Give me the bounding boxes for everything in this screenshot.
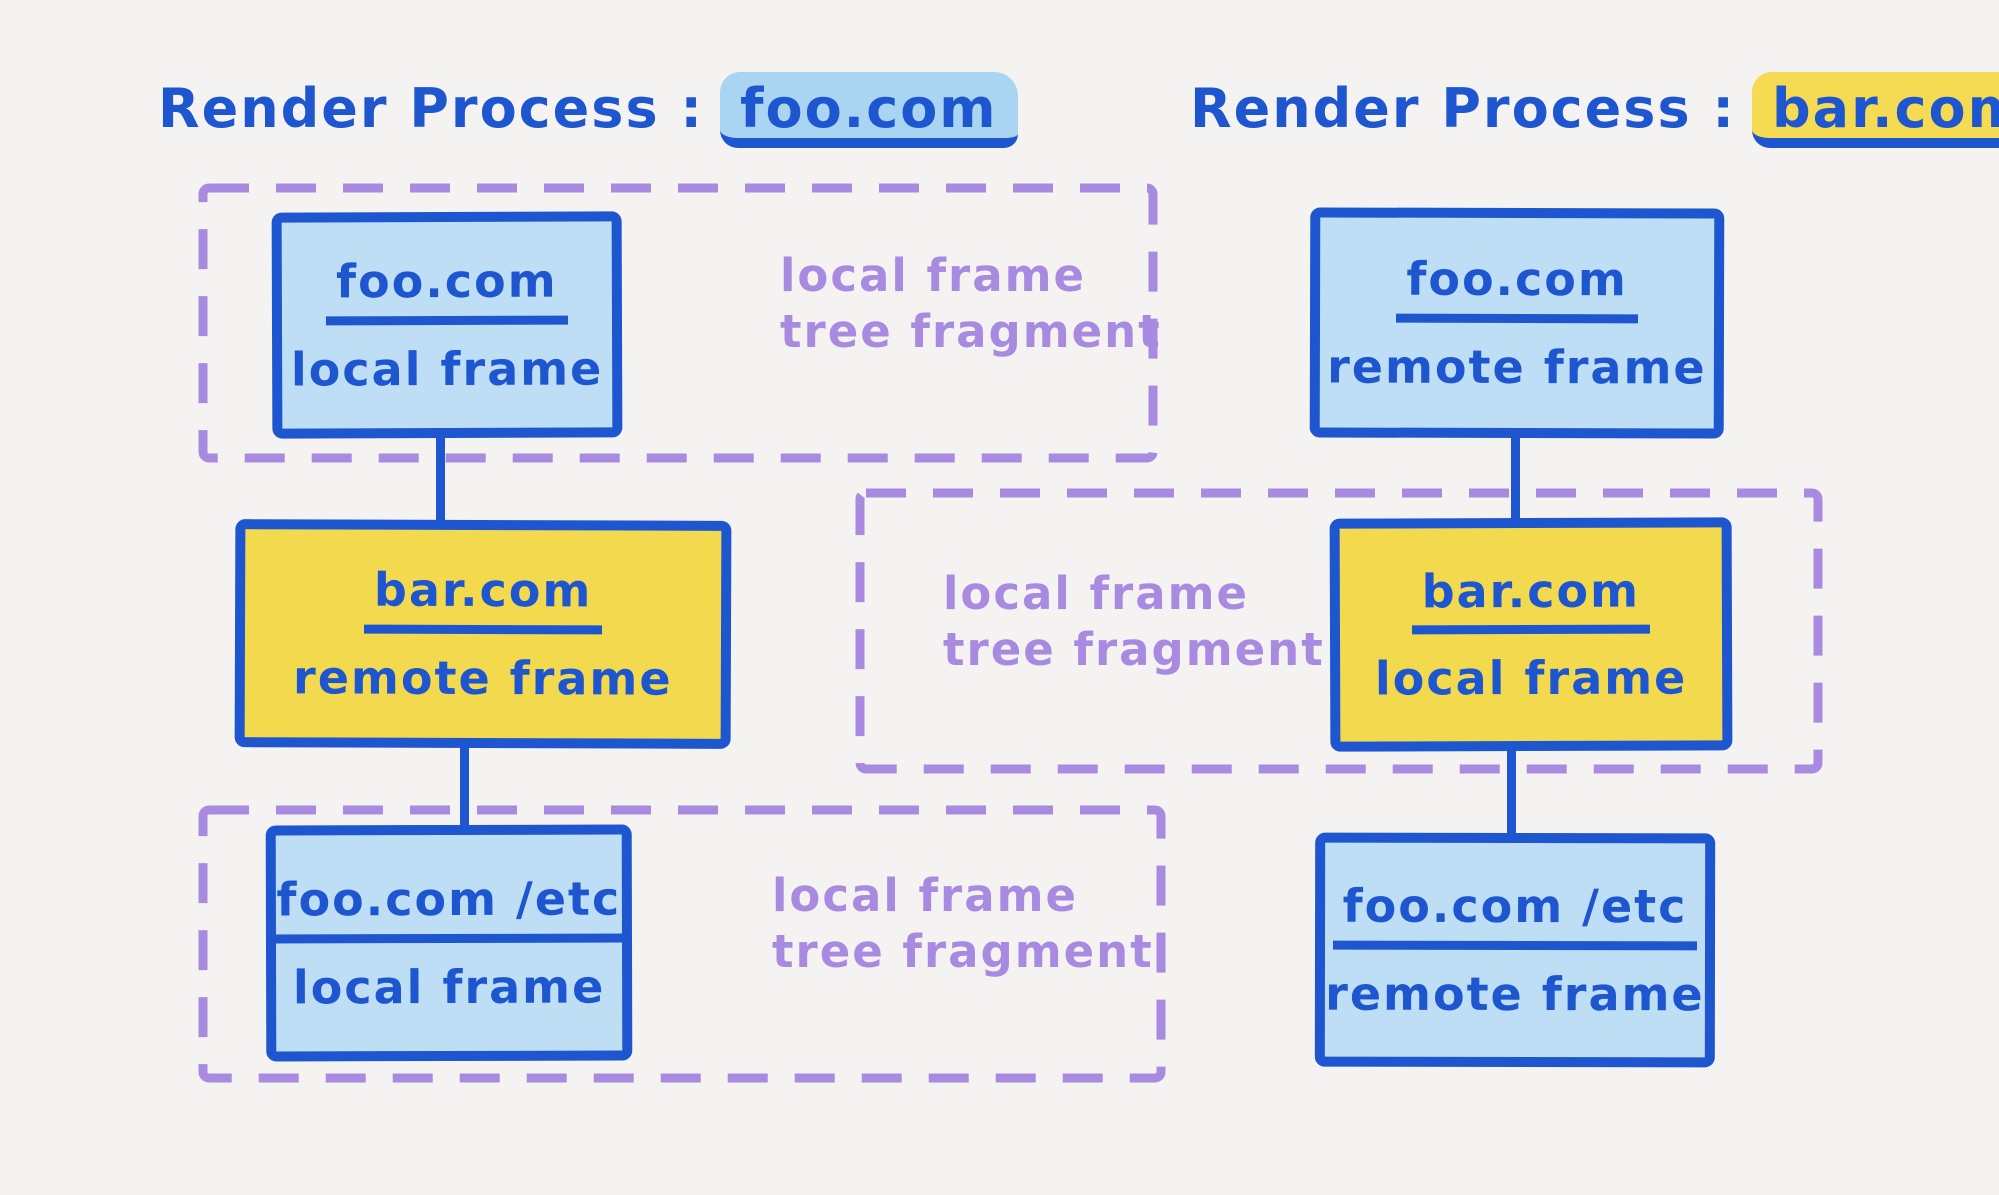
node-left-foo-local-frame: foo.com local frame — [271, 211, 623, 439]
fragment-box-left-bottom — [198, 805, 1166, 1083]
node-domain: foo.com /etc — [266, 872, 632, 943]
node-domain: foo.com — [326, 254, 568, 325]
connector-right-bottom — [1507, 744, 1516, 840]
node-role: remote frame — [293, 649, 673, 706]
node-right-bar-local-frame: bar.com local frame — [1329, 517, 1733, 752]
render-process-title-left: Render Process : foo.com — [158, 72, 1018, 148]
node-left-foo-etc-local-frame: foo.com /etc local frame — [265, 824, 633, 1062]
title-prefix-right: Render Process : — [1190, 77, 1736, 140]
fragment-label-line: tree fragment — [943, 623, 1325, 677]
node-role: local frame — [290, 340, 604, 397]
node-domain: foo.com /etc — [1332, 879, 1698, 950]
connector-left-bottom — [460, 742, 469, 834]
node-role: remote frame — [1327, 339, 1707, 394]
fragment-label-line: local frame — [772, 869, 1079, 922]
node-left-bar-remote-frame: bar.com remote frame — [234, 519, 732, 749]
title-prefix-left: Render Process : — [158, 77, 704, 140]
node-role: local frame — [292, 959, 606, 1014]
node-domain: foo.com — [1396, 252, 1638, 323]
title-domain-bar-highlight: bar.com — [1751, 72, 1999, 148]
connector-left-top — [436, 430, 445, 530]
fragment-box-right-middle — [855, 488, 1823, 774]
node-right-foo-remote-frame: foo.com remote frame — [1309, 207, 1725, 439]
title-domain-foo-highlight: foo.com — [719, 72, 1018, 148]
fragment-label-left-top: local frame tree fragment — [780, 248, 1162, 361]
fragment-label-left-bottom: local frame tree fragment — [772, 868, 1154, 981]
node-role: local frame — [1374, 650, 1688, 706]
fragment-label-line: tree fragment — [772, 925, 1154, 979]
fragment-label-right-middle: local frame tree fragment — [943, 566, 1325, 679]
fragment-label-line: local frame — [943, 567, 1250, 620]
fragment-label-line: local frame — [780, 249, 1087, 302]
node-role: remote frame — [1325, 966, 1705, 1021]
fragment-box-left-top — [198, 183, 1158, 463]
node-domain: bar.com — [1411, 563, 1651, 635]
render-process-title-right: Render Process : bar.com — [1190, 72, 1999, 148]
node-right-foo-etc-remote-frame: foo.com /etc remote frame — [1314, 832, 1716, 1068]
node-domain: bar.com — [363, 563, 603, 634]
fragment-label-line: tree fragment — [780, 305, 1162, 359]
connector-right-top — [1511, 430, 1520, 528]
